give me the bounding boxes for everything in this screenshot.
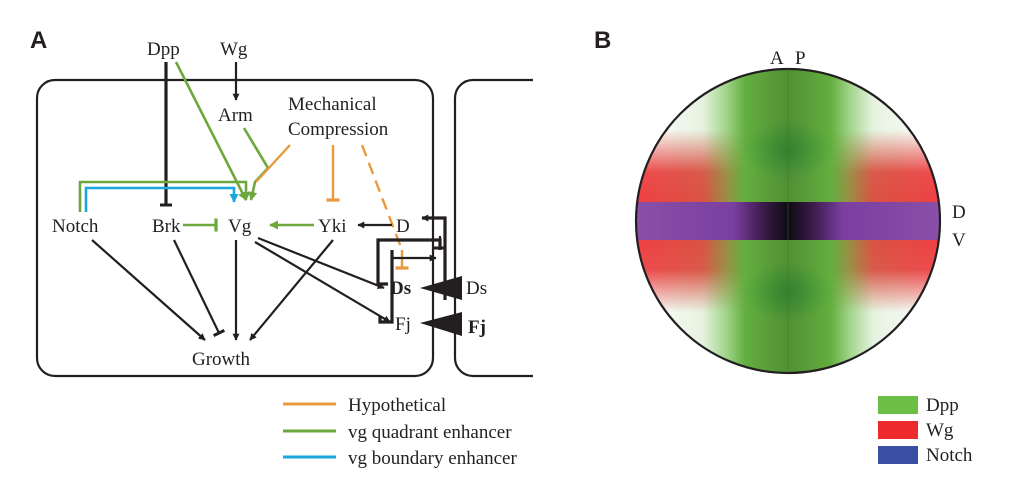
edge-vg-fj — [254, 241, 391, 323]
wedge-ds — [420, 276, 462, 300]
legend-panel-a: Hypothetical vg quadrant enhancer vg bou… — [283, 395, 517, 469]
legend-swatch-notch — [878, 446, 918, 464]
node-arm: Arm — [218, 105, 253, 126]
wedge-fj — [420, 312, 462, 336]
axis-p: P — [795, 48, 806, 69]
node-notch: Notch — [52, 216, 99, 237]
node-yki: Yki — [318, 216, 347, 237]
legend-label-quadrant: vg quadrant enhancer — [348, 422, 512, 443]
node-fj-left: Fj — [395, 314, 411, 335]
panel-b-label: B — [594, 27, 611, 54]
edge-yki-growth — [249, 239, 334, 341]
legend-panel-b: Dpp Wg Notch — [878, 395, 973, 466]
node-ds-right: Ds — [466, 278, 487, 299]
legend-label-dpp: Dpp — [926, 395, 959, 416]
legend-label-wg: Wg — [926, 420, 954, 441]
edge-notch-vg-quadrant — [78, 180, 251, 212]
node-mechanical: Mechanical — [288, 94, 377, 115]
panel-a-label: A — [30, 27, 47, 54]
edge-notch-growth — [91, 239, 206, 341]
legend-swatch-dpp — [878, 396, 918, 414]
axis-a: A — [770, 48, 784, 69]
axis-d: D — [952, 202, 966, 223]
node-growth: Growth — [192, 349, 251, 370]
legend-label-boundary: vg boundary enhancer — [348, 448, 517, 469]
legend-label-hypothetical: Hypothetical — [348, 395, 446, 416]
edge-arm-vg — [242, 127, 270, 201]
node-d: D — [396, 216, 410, 237]
edge-mech-vg — [255, 144, 291, 183]
node-dpp: Dpp — [147, 39, 180, 60]
edge-ds-d — [421, 214, 447, 300]
node-ds-left: Ds — [390, 278, 411, 299]
edge-vg-ds — [257, 236, 385, 290]
node-brk: Brk — [152, 216, 181, 237]
edge-notch-vg-boundary — [84, 186, 239, 212]
legend-label-notch: Notch — [926, 445, 973, 466]
cell-left — [35, 78, 435, 378]
cell-right — [453, 78, 533, 378]
node-wg: Wg — [220, 39, 248, 60]
node-compression: Compression — [288, 119, 389, 140]
edge-mech-ds — [360, 144, 404, 251]
legend-swatch-wg — [878, 421, 918, 439]
node-vg: Vg — [228, 216, 252, 237]
edge-dpp-vg — [174, 61, 248, 201]
axis-v: V — [952, 230, 966, 251]
edge-brk-growth — [173, 239, 226, 337]
node-fj-right: Fj — [468, 317, 486, 338]
